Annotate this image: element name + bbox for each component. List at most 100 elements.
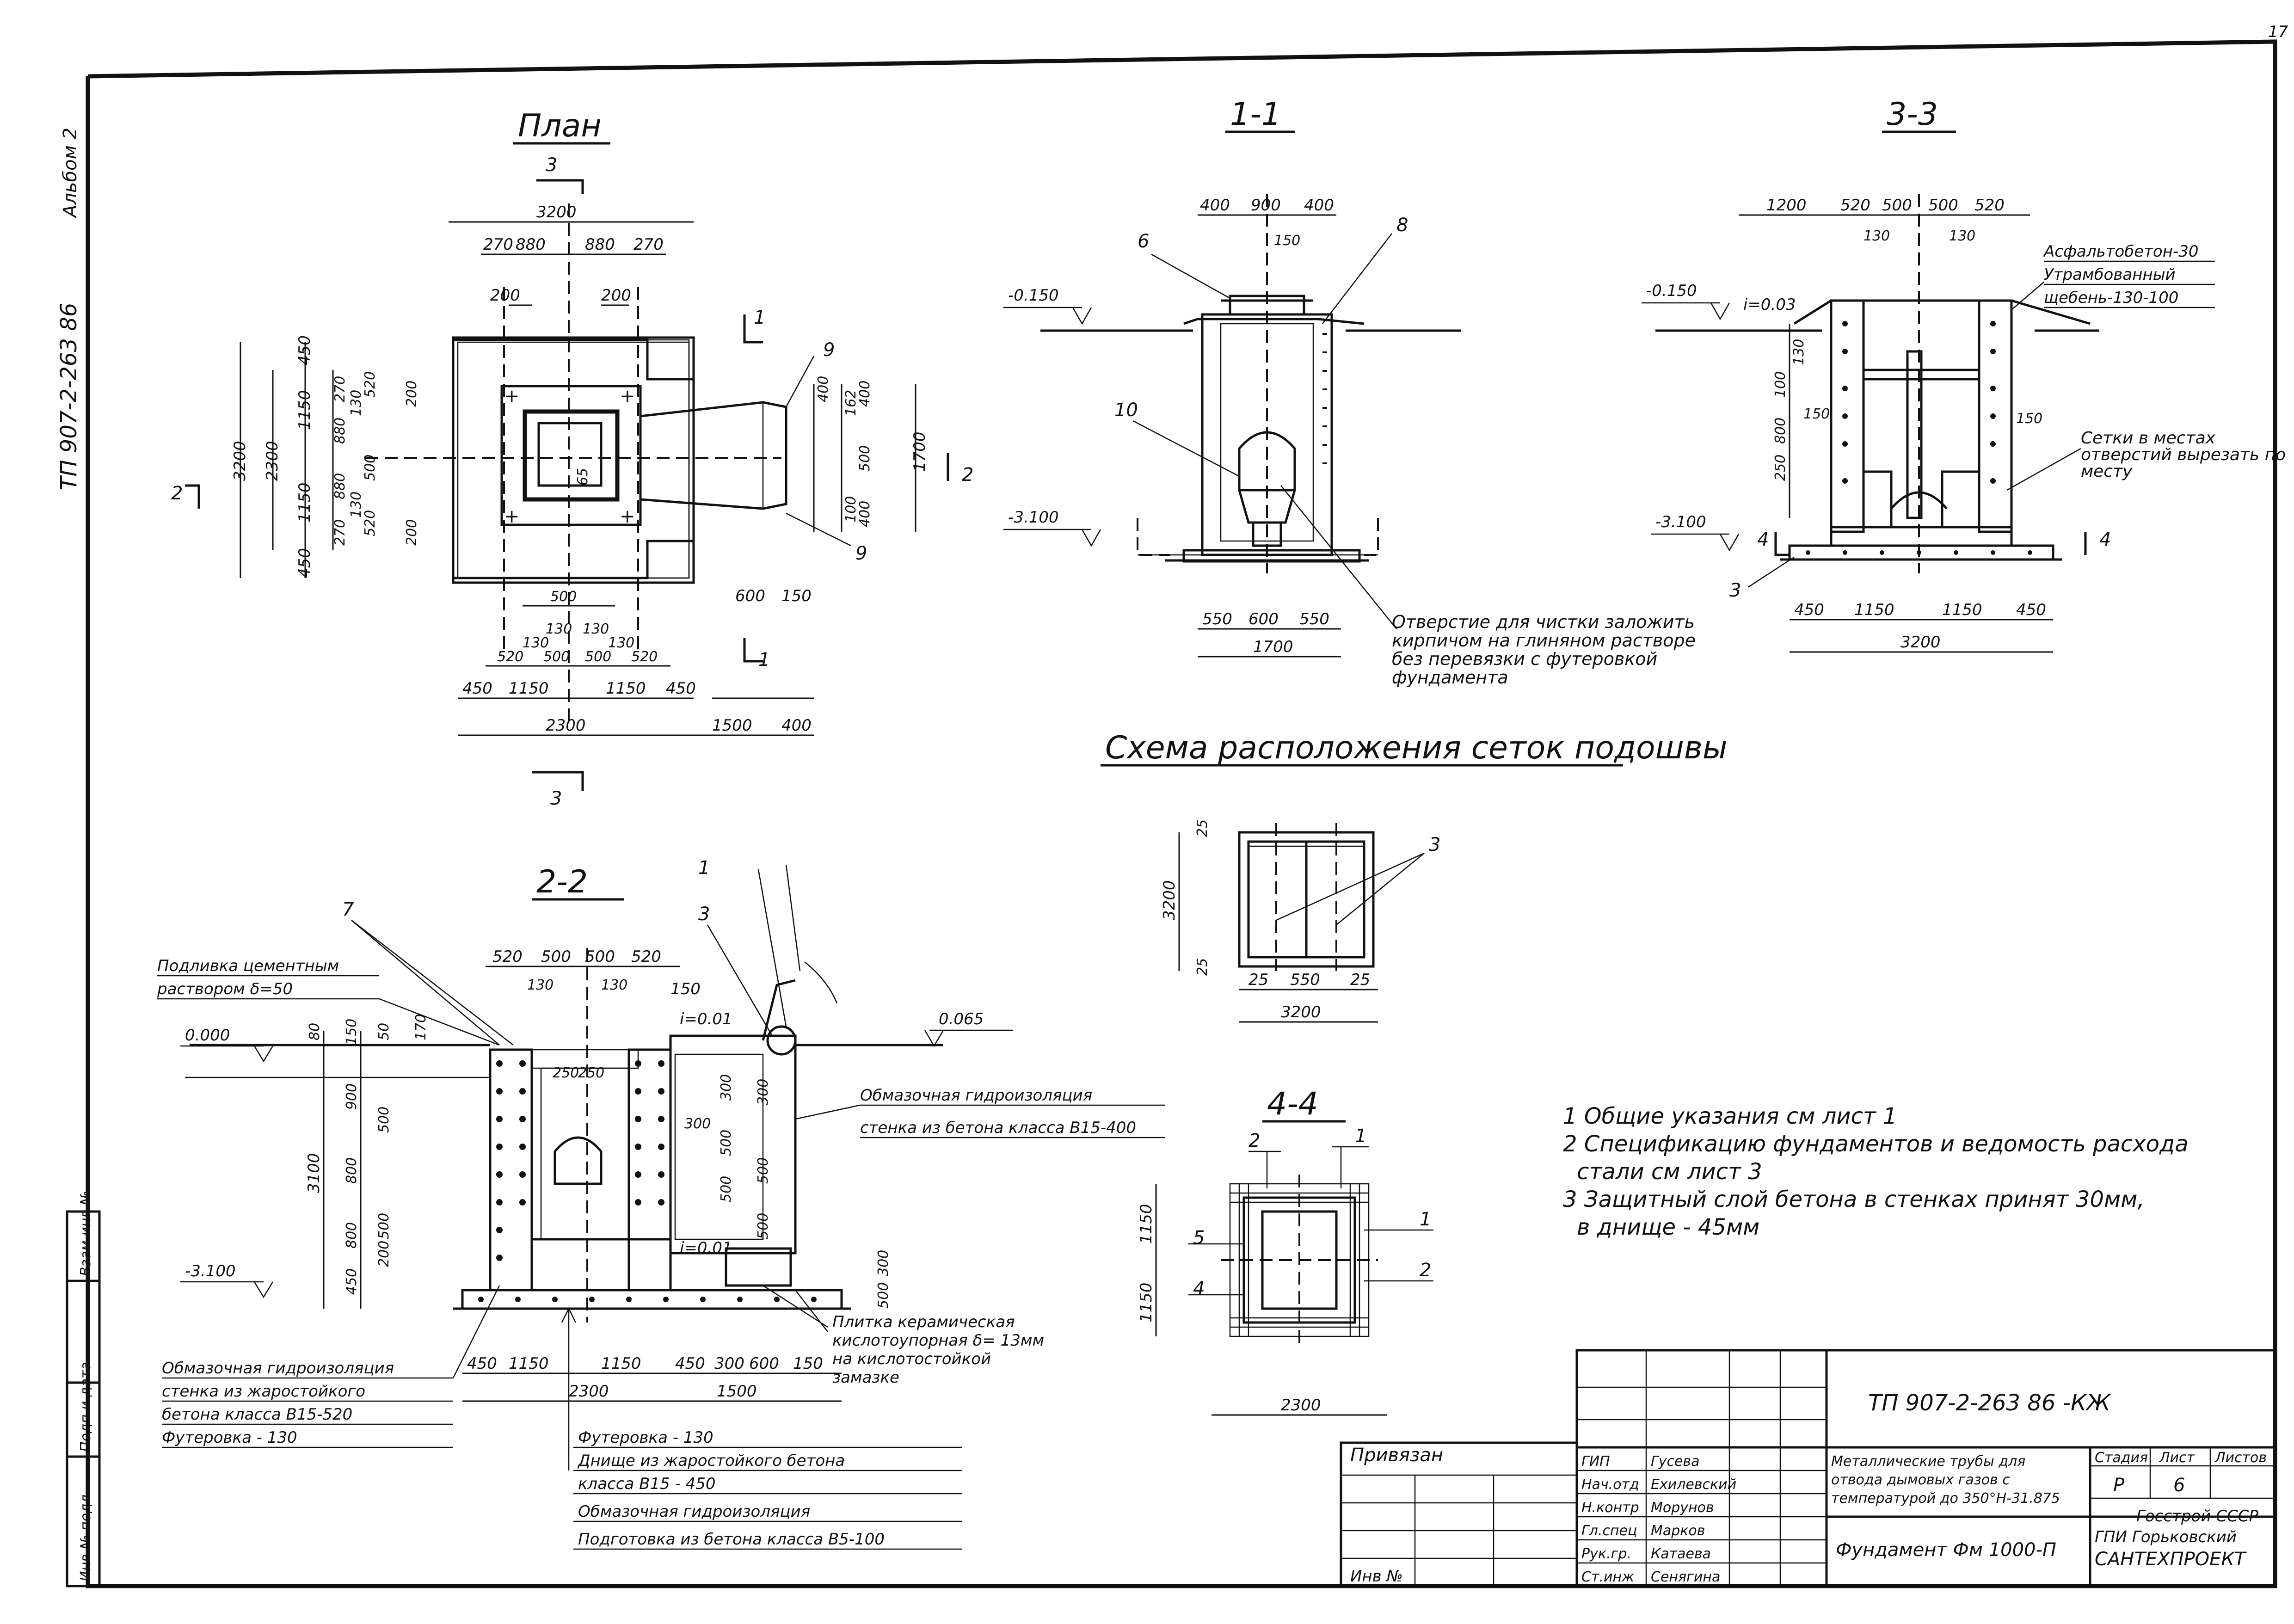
bottom-legend-3: класса В15 - 450	[578, 1475, 716, 1493]
tb-name-4: Марков	[1651, 1523, 1705, 1539]
s22-elev-000: 0.000	[185, 1026, 230, 1045]
side-stamp-inv: Инв № подл	[78, 1495, 94, 1581]
s22-elev-bottom: -3.100	[185, 1262, 236, 1280]
tb-desc-3: температурой до 350°Н-31.875	[1831, 1490, 2060, 1507]
s22-callout-3: 3	[698, 904, 710, 925]
s22-dim-i-250b: 250	[578, 1065, 604, 1081]
note-2b: стали см лист 3	[1577, 1159, 1762, 1185]
plan-dim-500b: 500	[857, 445, 873, 472]
plan-mark-1-bottom: 1	[758, 649, 770, 671]
tb-bound-label: Привязан	[1350, 1445, 1443, 1466]
s33-dim-b-3200: 3200	[1900, 633, 1941, 652]
s11-callout-8: 8	[1396, 215, 1408, 236]
plan-dim-400b: 400	[857, 381, 873, 407]
s22-dim-l-900: 900	[344, 1083, 360, 1110]
section-3-3: 3-3 1200 520 500 500 52	[1642, 96, 2286, 653]
bottom-legend: Футеровка - 130 Днище из жаростойкого бе…	[573, 1428, 962, 1550]
s22-dim-b-1150a: 1150	[509, 1354, 549, 1373]
tb-org-3: САНТЕХПРОЕКТ	[2095, 1549, 2247, 1570]
s11-callout-10: 10	[1114, 400, 1138, 421]
plan-dim-bot-400: 400	[781, 716, 812, 735]
plan-dim-left-2300: 2300	[263, 441, 282, 481]
s44-dim-1150a: 1150	[1137, 1204, 1156, 1244]
s33-dim-b-1150a: 1150	[1854, 601, 1894, 619]
s22-callout-7: 7	[342, 899, 354, 920]
plan-dim-600: 600	[735, 587, 765, 605]
s11-dim-550b: 550	[1299, 610, 1329, 628]
left-legend-2: стенка из жаростойкого	[162, 1382, 365, 1401]
left-legend-4: Футеровка - 130	[162, 1428, 297, 1447]
section-2-2: 2-2	[157, 857, 1165, 1470]
s33-dim-500b: 500	[1928, 196, 1958, 215]
mesh-dim-25a: 25	[1194, 819, 1211, 837]
title-block: Привязан Инв № ТП 907-2-263 86 -КЖ ГИП Н…	[1340, 1349, 2276, 1587]
corner-mark: 17	[2268, 23, 2288, 41]
plan-dim-270a: 270	[483, 235, 513, 254]
plan-dim-left-3200: 3200	[231, 441, 249, 481]
s22-dim-r-500: 500	[875, 1282, 892, 1309]
tb-role-rukgr: Рук.гр.	[1581, 1546, 1631, 1562]
plan-dim-880c: 880	[332, 418, 348, 444]
plan-mark-3-bottom: 3	[550, 788, 562, 809]
s11-dim-400b: 400	[1304, 196, 1334, 215]
plan-dim-520c: 520	[497, 649, 523, 665]
plan-dim-500d: 500	[543, 649, 570, 665]
section-1-1-title: 1-1	[1230, 96, 1281, 133]
plan-dim-270b: 270	[633, 235, 664, 254]
s11-elev-top: -0.150	[1008, 286, 1059, 305]
side-stamp: Инв № подл Подп и дата Взам инв №	[66, 1191, 101, 1587]
left-legend-3: бетона класса В15-520	[162, 1405, 352, 1424]
s33-dim-520b: 520	[1974, 196, 2005, 215]
s22-dim-l-800a: 800	[344, 1157, 360, 1184]
section-4-4-title: 4-4	[1267, 1086, 1318, 1122]
tb-sheets-label: Листов	[2214, 1450, 2267, 1466]
plan-dim-200c: 200	[404, 381, 420, 407]
s33-mark-4-left: 4	[1757, 529, 1769, 550]
s33-dim-l-250: 250	[1772, 455, 1789, 481]
s22-slope-2: i=0.01	[680, 1239, 732, 1257]
s22-dim-i-500d: 500	[755, 1213, 771, 1239]
s33-asphalt: Асфальтобетон-30	[2043, 242, 2199, 261]
s44-dim-2300: 2300	[1281, 1396, 1321, 1415]
plan-dim-200b: 200	[601, 286, 631, 305]
plan-mark-2-right: 2	[962, 464, 973, 486]
tb-desc-2: отвода дымовых газов с	[1831, 1472, 2010, 1488]
plan-dim-200a: 200	[490, 286, 520, 305]
s22-dim-l-200: 200	[376, 1241, 392, 1267]
s11-dim-150: 150	[1274, 233, 1300, 249]
side-stamp-sign: Подп и дата	[78, 1362, 94, 1452]
mesh-scheme: Схема расположения сеток подошвы 25 3200…	[1101, 730, 1728, 1023]
s22-dim-l-800b: 800	[344, 1222, 360, 1249]
s33-mark-4-right: 4	[2099, 529, 2111, 550]
bottom-legend-4: Обмазочная гидроизоляция	[578, 1502, 810, 1521]
s33-mesh-note: Сетки в местах отверстий вырезать по мес…	[2081, 430, 2286, 481]
plan-callout-9-top: 9	[823, 339, 835, 361]
s33-dim-l-150: 150	[1803, 406, 1830, 422]
plan-dim-130f: 130	[608, 635, 634, 651]
s22-dim-l-500a: 500	[376, 1107, 392, 1133]
s22-dim-t-520a: 520	[492, 947, 523, 966]
plan-dim-bot-450b: 450	[666, 679, 696, 698]
plan-dim-500e: 500	[585, 649, 611, 665]
s11-dim-600: 600	[1248, 610, 1279, 628]
section-1-1: 1-1 400 900 400	[1003, 96, 1696, 687]
section-4-4: 4-4 2 1 1 2 5 4 1150 1150 2300	[1137, 1086, 1433, 1416]
plan-dim-1700: 1700	[910, 431, 929, 472]
s22-dim-i-300c: 300	[755, 1079, 771, 1105]
tb-role-stinzh: Ст.инж	[1581, 1569, 1634, 1585]
mesh-dim-550: 550	[1290, 971, 1320, 989]
s11-dim-400a: 400	[1200, 196, 1230, 215]
plan-dim-200d: 200	[404, 519, 420, 546]
tb-role-glspec: Гл.спец	[1581, 1523, 1637, 1539]
note-3: 3 Защитный слой бетона в стенках принят …	[1563, 1187, 2145, 1212]
side-stamp-repl: Взам инв №	[78, 1191, 94, 1276]
s22-dim-b-300: 300	[714, 1354, 744, 1373]
s22-dim-t-500a: 500	[541, 947, 571, 966]
plan-dim-270c: 270	[332, 376, 348, 402]
tb-sheet: 6	[2173, 1475, 2185, 1496]
tb-name-6: Сенягина	[1651, 1569, 1720, 1585]
s22-wall: стенка из бетона класса В15-400	[860, 1119, 1136, 1137]
plan-view: План 3200 270 880 880 270 200 200 3	[171, 108, 973, 809]
s22-dim-i-300b: 300	[684, 1116, 711, 1132]
